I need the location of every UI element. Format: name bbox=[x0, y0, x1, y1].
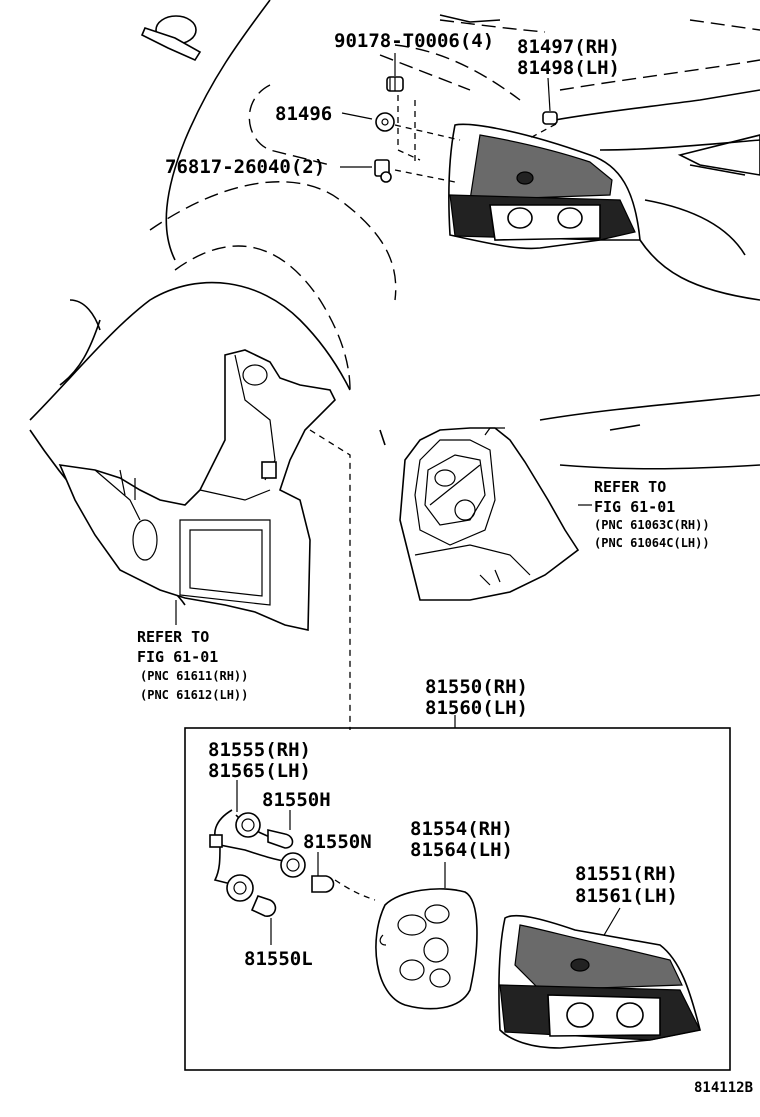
label-81551-rh: 81551(RH) bbox=[575, 863, 678, 885]
label-81555-rh: 81555(RH) bbox=[208, 739, 311, 761]
label-81550-rh: 81550(RH) bbox=[425, 676, 528, 698]
label-screw-90178: 90178-T0006(4) bbox=[334, 30, 494, 52]
screw-90178-icon bbox=[386, 76, 404, 92]
diagram-code: 814112B bbox=[694, 1080, 753, 1096]
screw-81497-icon bbox=[542, 111, 558, 125]
refer-lower-line3: (PNC 61611(RH)) bbox=[140, 669, 248, 683]
socket-harness bbox=[209, 809, 306, 902]
label-81550n: 81550N bbox=[303, 831, 372, 853]
label-81560-lh: 81560(LH) bbox=[425, 697, 528, 719]
refer-upper-line1: REFER TO bbox=[594, 478, 666, 496]
label-81550l: 81550L bbox=[244, 948, 313, 970]
label-81561-lh: 81561(LH) bbox=[575, 885, 678, 907]
clip-76817-icon bbox=[374, 159, 392, 183]
lens-81551 bbox=[498, 914, 701, 1049]
refer-upper-line2: FIG 61-01 bbox=[594, 498, 675, 516]
refer-upper-line3: (PNC 61063C(RH)) bbox=[594, 518, 710, 532]
nut-81496-icon bbox=[375, 112, 395, 132]
label-nut-81496: 81496 bbox=[275, 103, 332, 125]
refer-lower-line4: (PNC 61612(LH)) bbox=[140, 688, 248, 702]
bulb-81550n-icon bbox=[311, 875, 335, 893]
quarter-inner-panel bbox=[58, 349, 336, 631]
label-81497-rh: 81497(RH) bbox=[517, 36, 620, 58]
bulb-81550h-icon bbox=[267, 828, 294, 849]
leader-lines-middle bbox=[175, 429, 592, 730]
clip-top-left-icon bbox=[140, 15, 202, 62]
bulb-81550l-icon bbox=[250, 895, 277, 917]
refer-lower-line2: FIG 61-01 bbox=[137, 648, 218, 666]
label-81565-lh: 81565(LH) bbox=[208, 760, 311, 782]
gasket-81554 bbox=[375, 888, 478, 1010]
refer-lower-line1: REFER TO bbox=[137, 628, 209, 646]
tail-lamp-installed bbox=[448, 123, 641, 250]
label-clip-76817: 76817-26040(2) bbox=[165, 156, 325, 178]
label-81498-lh: 81498(LH) bbox=[517, 57, 620, 79]
label-81564-lh: 81564(LH) bbox=[410, 839, 513, 861]
label-81554-rh: 81554(RH) bbox=[410, 818, 513, 840]
leader-lines-upper bbox=[340, 53, 557, 183]
assembly-box bbox=[184, 727, 731, 1071]
refer-upper-line4: (PNC 61064C(LH)) bbox=[594, 536, 710, 550]
quarter-extension-panel bbox=[399, 427, 580, 601]
label-81550h: 81550H bbox=[262, 789, 331, 811]
